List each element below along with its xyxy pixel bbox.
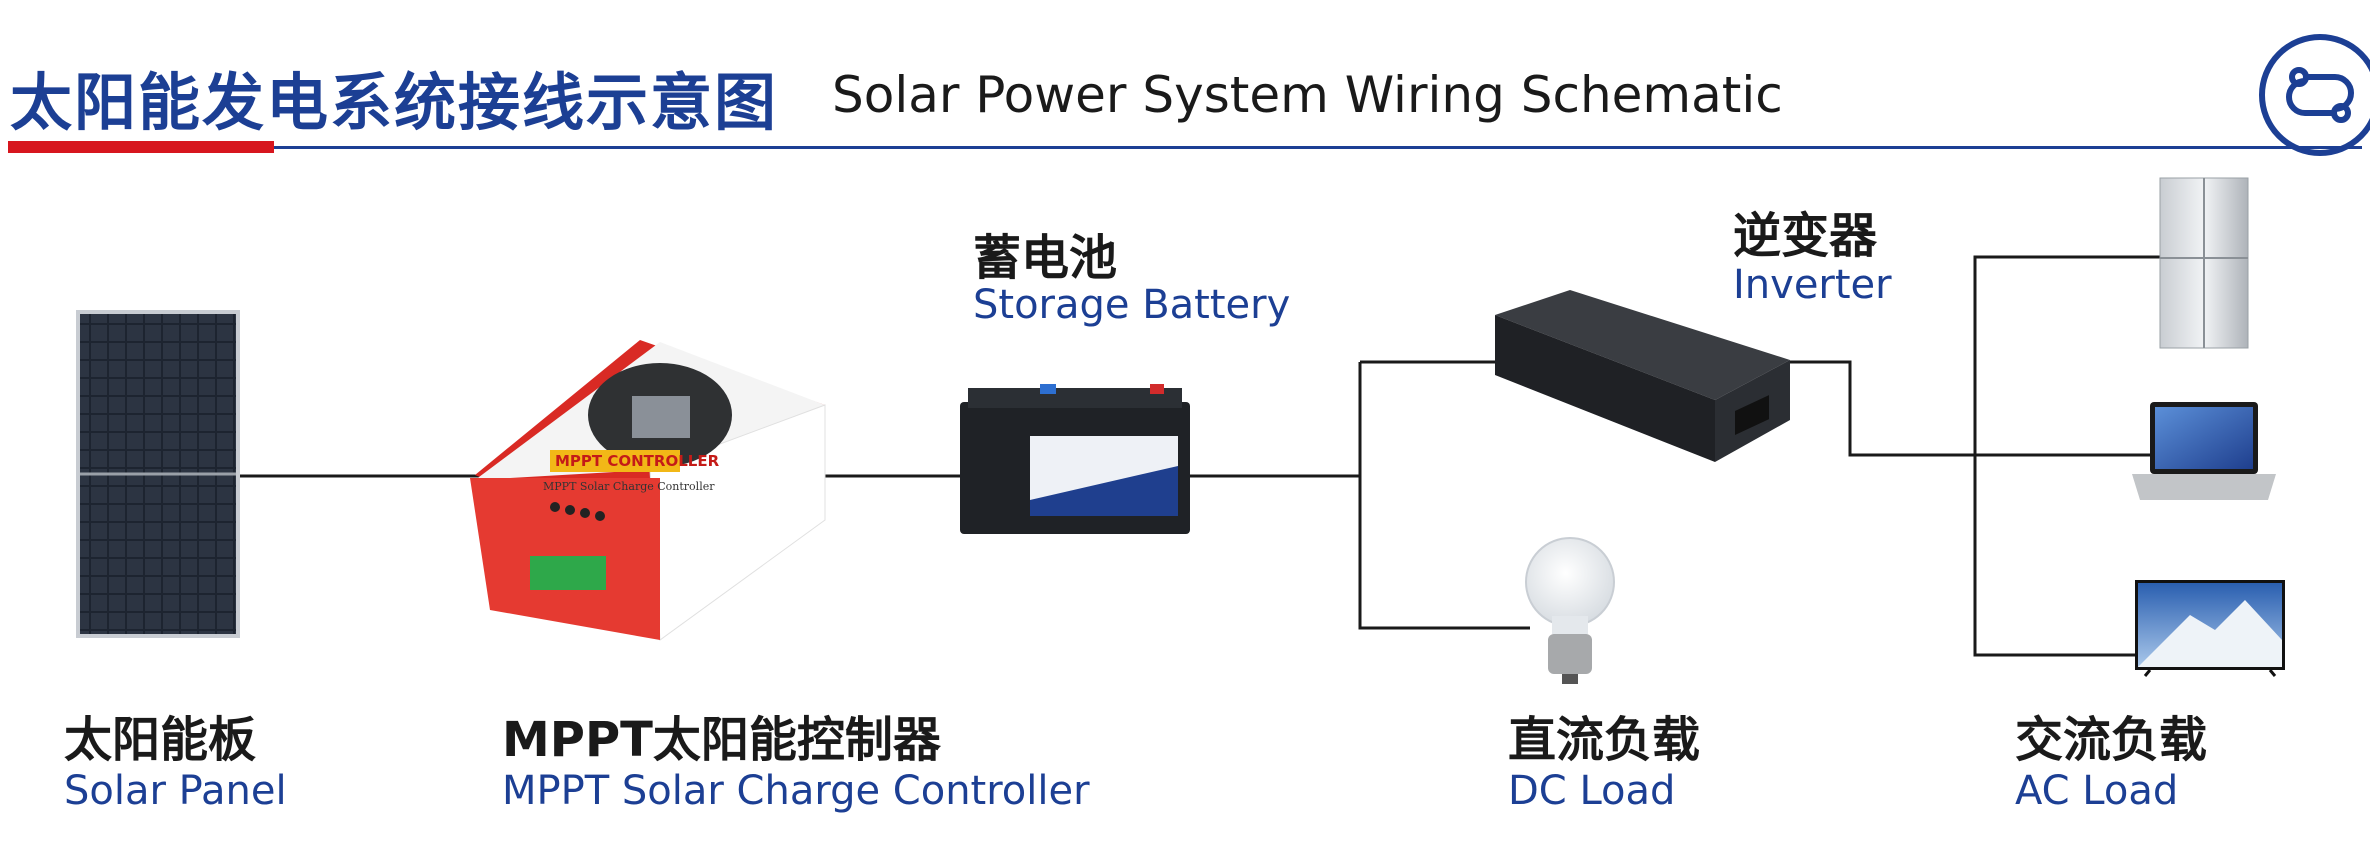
label-solar-panel-cn: 太阳能板 — [64, 712, 257, 768]
label-battery-cn: 蓄电池 — [973, 230, 1118, 286]
label-solar-panel-en: Solar Panel — [64, 768, 287, 814]
wires — [240, 255, 2160, 657]
label-controller-en: MPPT Solar Charge Controller — [502, 768, 1090, 814]
label-inverter-en: Inverter — [1733, 262, 1892, 308]
link-route-icon — [2259, 34, 2370, 156]
inverter-image — [1495, 290, 1790, 462]
title-chinese: 太阳能发电系统接线示意图 — [10, 66, 779, 139]
header-divider — [270, 146, 2362, 149]
header-accent-bar — [8, 141, 274, 153]
battery-image — [960, 384, 1190, 534]
charge-controller-image: MPPT CONTROLLER MPPT Solar Charge Contro… — [470, 340, 826, 641]
label-ac-load-en: AC Load — [2015, 768, 2179, 814]
label-dc-load-cn: 直流负载 — [1508, 712, 1701, 768]
tv-image — [2135, 580, 2285, 677]
label-inverter-cn: 逆变器 — [1733, 208, 1878, 264]
label-ac-load-cn: 交流负载 — [2015, 712, 2208, 768]
refrigerator-image — [2159, 177, 2249, 349]
laptop-image — [2132, 402, 2276, 500]
label-controller-cn: MPPT太阳能控制器 — [502, 712, 941, 768]
light-bulb-image — [1525, 537, 1615, 684]
title-english: Solar Power System Wiring Schematic — [832, 66, 1783, 124]
controller-brand: MPPT CONTROLLER — [555, 452, 720, 470]
controller-caption: MPPT Solar Charge Controller — [543, 480, 715, 493]
label-battery-en: Storage Battery — [973, 282, 1291, 328]
label-dc-load-en: DC Load — [1508, 768, 1676, 814]
solar-panel-image — [76, 310, 240, 638]
